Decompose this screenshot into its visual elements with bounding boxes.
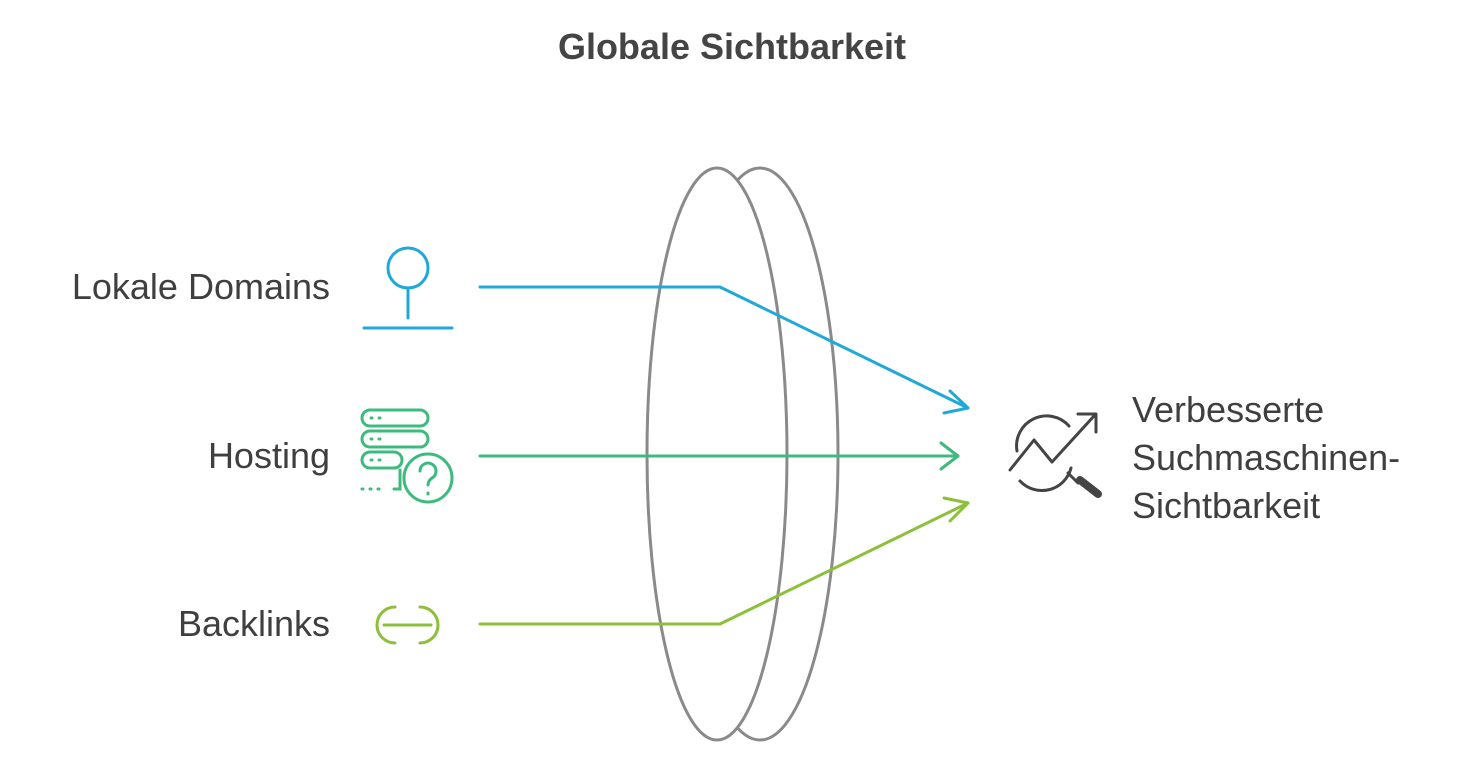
location-pin-icon xyxy=(362,246,454,330)
output-line-3: Sichtbarkeit xyxy=(1132,485,1321,526)
output-line-1: Verbesserte xyxy=(1132,389,1325,430)
output-label: Verbesserte Suchmaschinen- Sichtbarkeit xyxy=(1132,386,1400,530)
arrow-backlinks xyxy=(478,496,970,626)
label-lokale-domains: Lokale Domains xyxy=(71,266,330,307)
seo-trend-search-icon xyxy=(1008,412,1102,498)
arrow-lokale-domains xyxy=(478,285,970,415)
diagram-title: Globale Sichtbarkeit xyxy=(557,26,907,67)
arrow-hosting xyxy=(478,441,960,471)
link-icon xyxy=(375,605,440,645)
label-backlinks: Backlinks xyxy=(177,603,330,644)
server-question-icon xyxy=(360,408,454,504)
lens-icon xyxy=(645,166,840,742)
label-hosting: Hosting xyxy=(207,435,330,476)
output-line-2: Suchmaschinen- xyxy=(1132,437,1401,478)
